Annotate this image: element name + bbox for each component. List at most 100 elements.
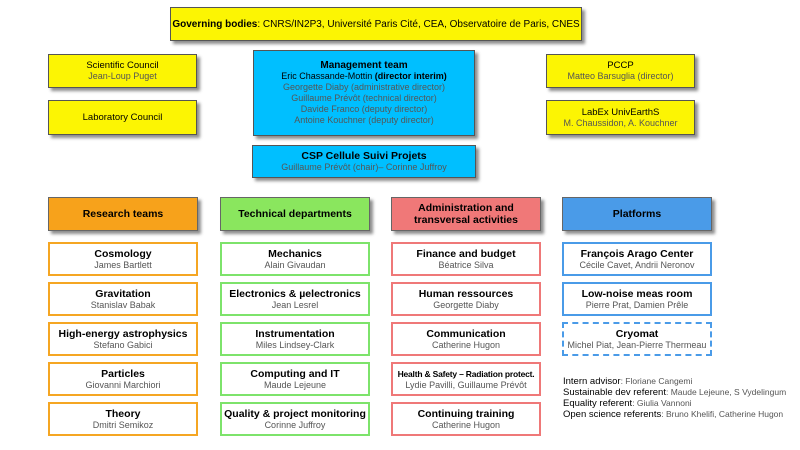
administration-header-line1: Administration and (418, 202, 514, 214)
research-team-card: Particles Giovanni Marchiori (48, 362, 198, 396)
labex-box: LabEx UnivEarthS M. Chaussidon, A. Kouch… (546, 100, 695, 135)
research-team-title: Gravitation (95, 287, 151, 300)
administration-lead: Catherine Hugon (431, 419, 501, 430)
note-label: Equality referent (563, 398, 633, 409)
administration-card: Human ressources Georgette Diaby (391, 282, 541, 316)
research-team-title: Theory (105, 407, 141, 420)
labex-members: M. Chaussidon, A. Kouchner (563, 117, 678, 128)
platform-lead: Michel Piat, Jean-Pierre Thermeau (567, 339, 707, 350)
research-teams-header-label: Research teams (82, 208, 164, 220)
technical-departments-header-label: Technical departments (238, 208, 352, 220)
research-team-lead: Stanislav Babak (90, 299, 156, 310)
administration-lead: Béatrice Silva (438, 259, 494, 270)
governing-bodies-label: Governing bodies (172, 18, 258, 30)
technical-department-title: Mechanics (268, 247, 322, 260)
platform-title: Cryomat (615, 327, 659, 340)
technical-department-card: Mechanics Alain Givaudan (220, 242, 370, 276)
governing-bodies-box: Governing bodies : CNRS/IN2P3, Universit… (170, 7, 582, 41)
research-team-title: Particles (101, 367, 145, 380)
research-team-lead: Stefano Gabici (93, 339, 153, 350)
csp-members: Guillaume Prévôt (chair)– Corinne Juffro… (281, 161, 447, 172)
equality-referent-note: Equality referent: Giulia Vannoni (563, 398, 692, 409)
director-role: (director interim) (372, 71, 447, 81)
technical-department-card: Electronics & µelectronics Jean Lesrel (220, 282, 370, 316)
platform-lead: Pierre Prat, Damien Prêle (585, 299, 689, 310)
technical-department-lead: Jean Lesrel (271, 299, 319, 310)
laboratory-council-box: Laboratory Council (48, 100, 197, 135)
management-member: Guillaume Prévôt (technical director) (291, 93, 437, 103)
research-team-card: Theory Dmitri Semikoz (48, 402, 198, 436)
csp-box: CSP Cellule Suivi Projets Guillaume Prév… (252, 145, 476, 178)
research-team-card: Gravitation Stanislav Babak (48, 282, 198, 316)
administration-title: Finance and budget (416, 247, 516, 260)
research-team-title: Cosmology (94, 247, 152, 260)
laboratory-council-title: Laboratory Council (82, 112, 163, 123)
sustainable-dev-note: Sustainable dev referent: Maude Lejeune,… (563, 387, 786, 398)
administration-title: Communication (426, 327, 506, 340)
research-teams-header: Research teams (48, 197, 198, 231)
scientific-council-chair: Jean-Loup Puget (88, 71, 157, 81)
administration-title: Health & Safety – Radiation protect. (397, 368, 535, 379)
pccp-title: PCCP (607, 60, 634, 71)
technical-department-title: Instrumentation (255, 327, 335, 340)
scientific-council-title: Scientific Council (86, 60, 159, 71)
technical-department-title: Quality & project monitoring (224, 407, 366, 420)
administration-lead: Georgette Diaby (433, 299, 499, 310)
platform-lead: Cécile Cavet, Andrii Neronov (579, 259, 695, 270)
administration-header: Administration and transversal activitie… (391, 197, 541, 231)
management-team-title: Management team (320, 60, 408, 71)
pccp-director: Matteo Barsuglia (director) (567, 71, 674, 81)
technical-department-card: Instrumentation Miles Lindsey-Clark (220, 322, 370, 356)
administration-card: Finance and budget Béatrice Silva (391, 242, 541, 276)
note-value: : Maude Lejeune, S Vydelingum (665, 387, 787, 397)
pccp-box: PCCP Matteo Barsuglia (director) (546, 54, 695, 88)
note-value: : Floriane Cangemi (620, 376, 693, 386)
note-label: Open science referents (563, 409, 662, 420)
note-value: : Giulia Vannoni (632, 398, 692, 408)
technical-department-lead: Maude Lejeune (263, 379, 327, 390)
management-member: Georgette Diaby (administrative director… (282, 82, 446, 92)
research-team-title: High-energy astrophysics (58, 327, 188, 340)
research-team-card: Cosmology James Bartlett (48, 242, 198, 276)
management-member: Antoine Kouchner (deputy director) (294, 115, 434, 125)
administration-card: Continuing training Catherine Hugon (391, 402, 541, 436)
technical-department-title: Electronics & µelectronics (229, 287, 361, 300)
research-team-lead: Dmitri Semikoz (92, 419, 154, 430)
platform-card: Low-noise meas room Pierre Prat, Damien … (562, 282, 712, 316)
note-value: : Bruno Khelifi, Catherine Hugon (661, 409, 784, 419)
administration-title: Continuing training (417, 407, 515, 420)
management-team-box: Management team Eric Chassande-Mottin (d… (253, 50, 475, 136)
csp-title: CSP Cellule Suivi Projets (301, 149, 427, 162)
technical-department-card: Quality & project monitoring Corinne Juf… (220, 402, 370, 436)
open-science-note: Open science referents: Bruno Khelifi, C… (563, 409, 783, 420)
director-line: Eric Chassande-Mottin (director interim) (281, 71, 447, 82)
administration-card: Health & Safety – Radiation protect. Lyd… (391, 362, 541, 396)
director-name: Eric Chassande-Mottin (281, 71, 373, 81)
platform-card: Cryomat Michel Piat, Jean-Pierre Thermea… (562, 322, 712, 356)
technical-department-lead: Corinne Juffroy (264, 419, 326, 430)
technical-departments-header: Technical departments (220, 197, 370, 231)
platform-title: Low-noise meas room (581, 287, 693, 300)
research-team-lead: James Bartlett (94, 259, 152, 270)
technical-department-card: Computing and IT Maude Lejeune (220, 362, 370, 396)
platform-title: François Arago Center (580, 247, 694, 260)
note-label: Sustainable dev referent (563, 387, 666, 398)
intern-advisor-note: Intern advisor: Floriane Cangemi (563, 376, 692, 387)
note-label: Intern advisor (563, 376, 621, 387)
administration-lead: Lydie Pavilli, Guillaume Prévôt (405, 379, 527, 390)
management-member: Davide Franco (deputy director) (300, 104, 428, 114)
platforms-header-label: Platforms (612, 208, 662, 220)
platforms-header: Platforms (562, 197, 712, 231)
research-team-lead: Giovanni Marchiori (85, 379, 161, 390)
research-team-card: High-energy astrophysics Stefano Gabici (48, 322, 198, 356)
platform-card: François Arago Center Cécile Cavet, Andr… (562, 242, 712, 276)
governing-bodies-members: : CNRS/IN2P3, Université Paris Cité, CEA… (257, 18, 580, 30)
technical-department-lead: Miles Lindsey-Clark (255, 339, 335, 350)
scientific-council-box: Scientific Council Jean-Loup Puget (48, 54, 197, 88)
administration-header-line2: transversal activities (414, 214, 518, 226)
technical-department-title: Computing and IT (250, 367, 340, 380)
labex-title: LabEx UnivEarthS (581, 106, 660, 118)
administration-title: Human ressources (418, 287, 514, 300)
administration-card: Communication Catherine Hugon (391, 322, 541, 356)
administration-lead: Catherine Hugon (431, 339, 501, 350)
